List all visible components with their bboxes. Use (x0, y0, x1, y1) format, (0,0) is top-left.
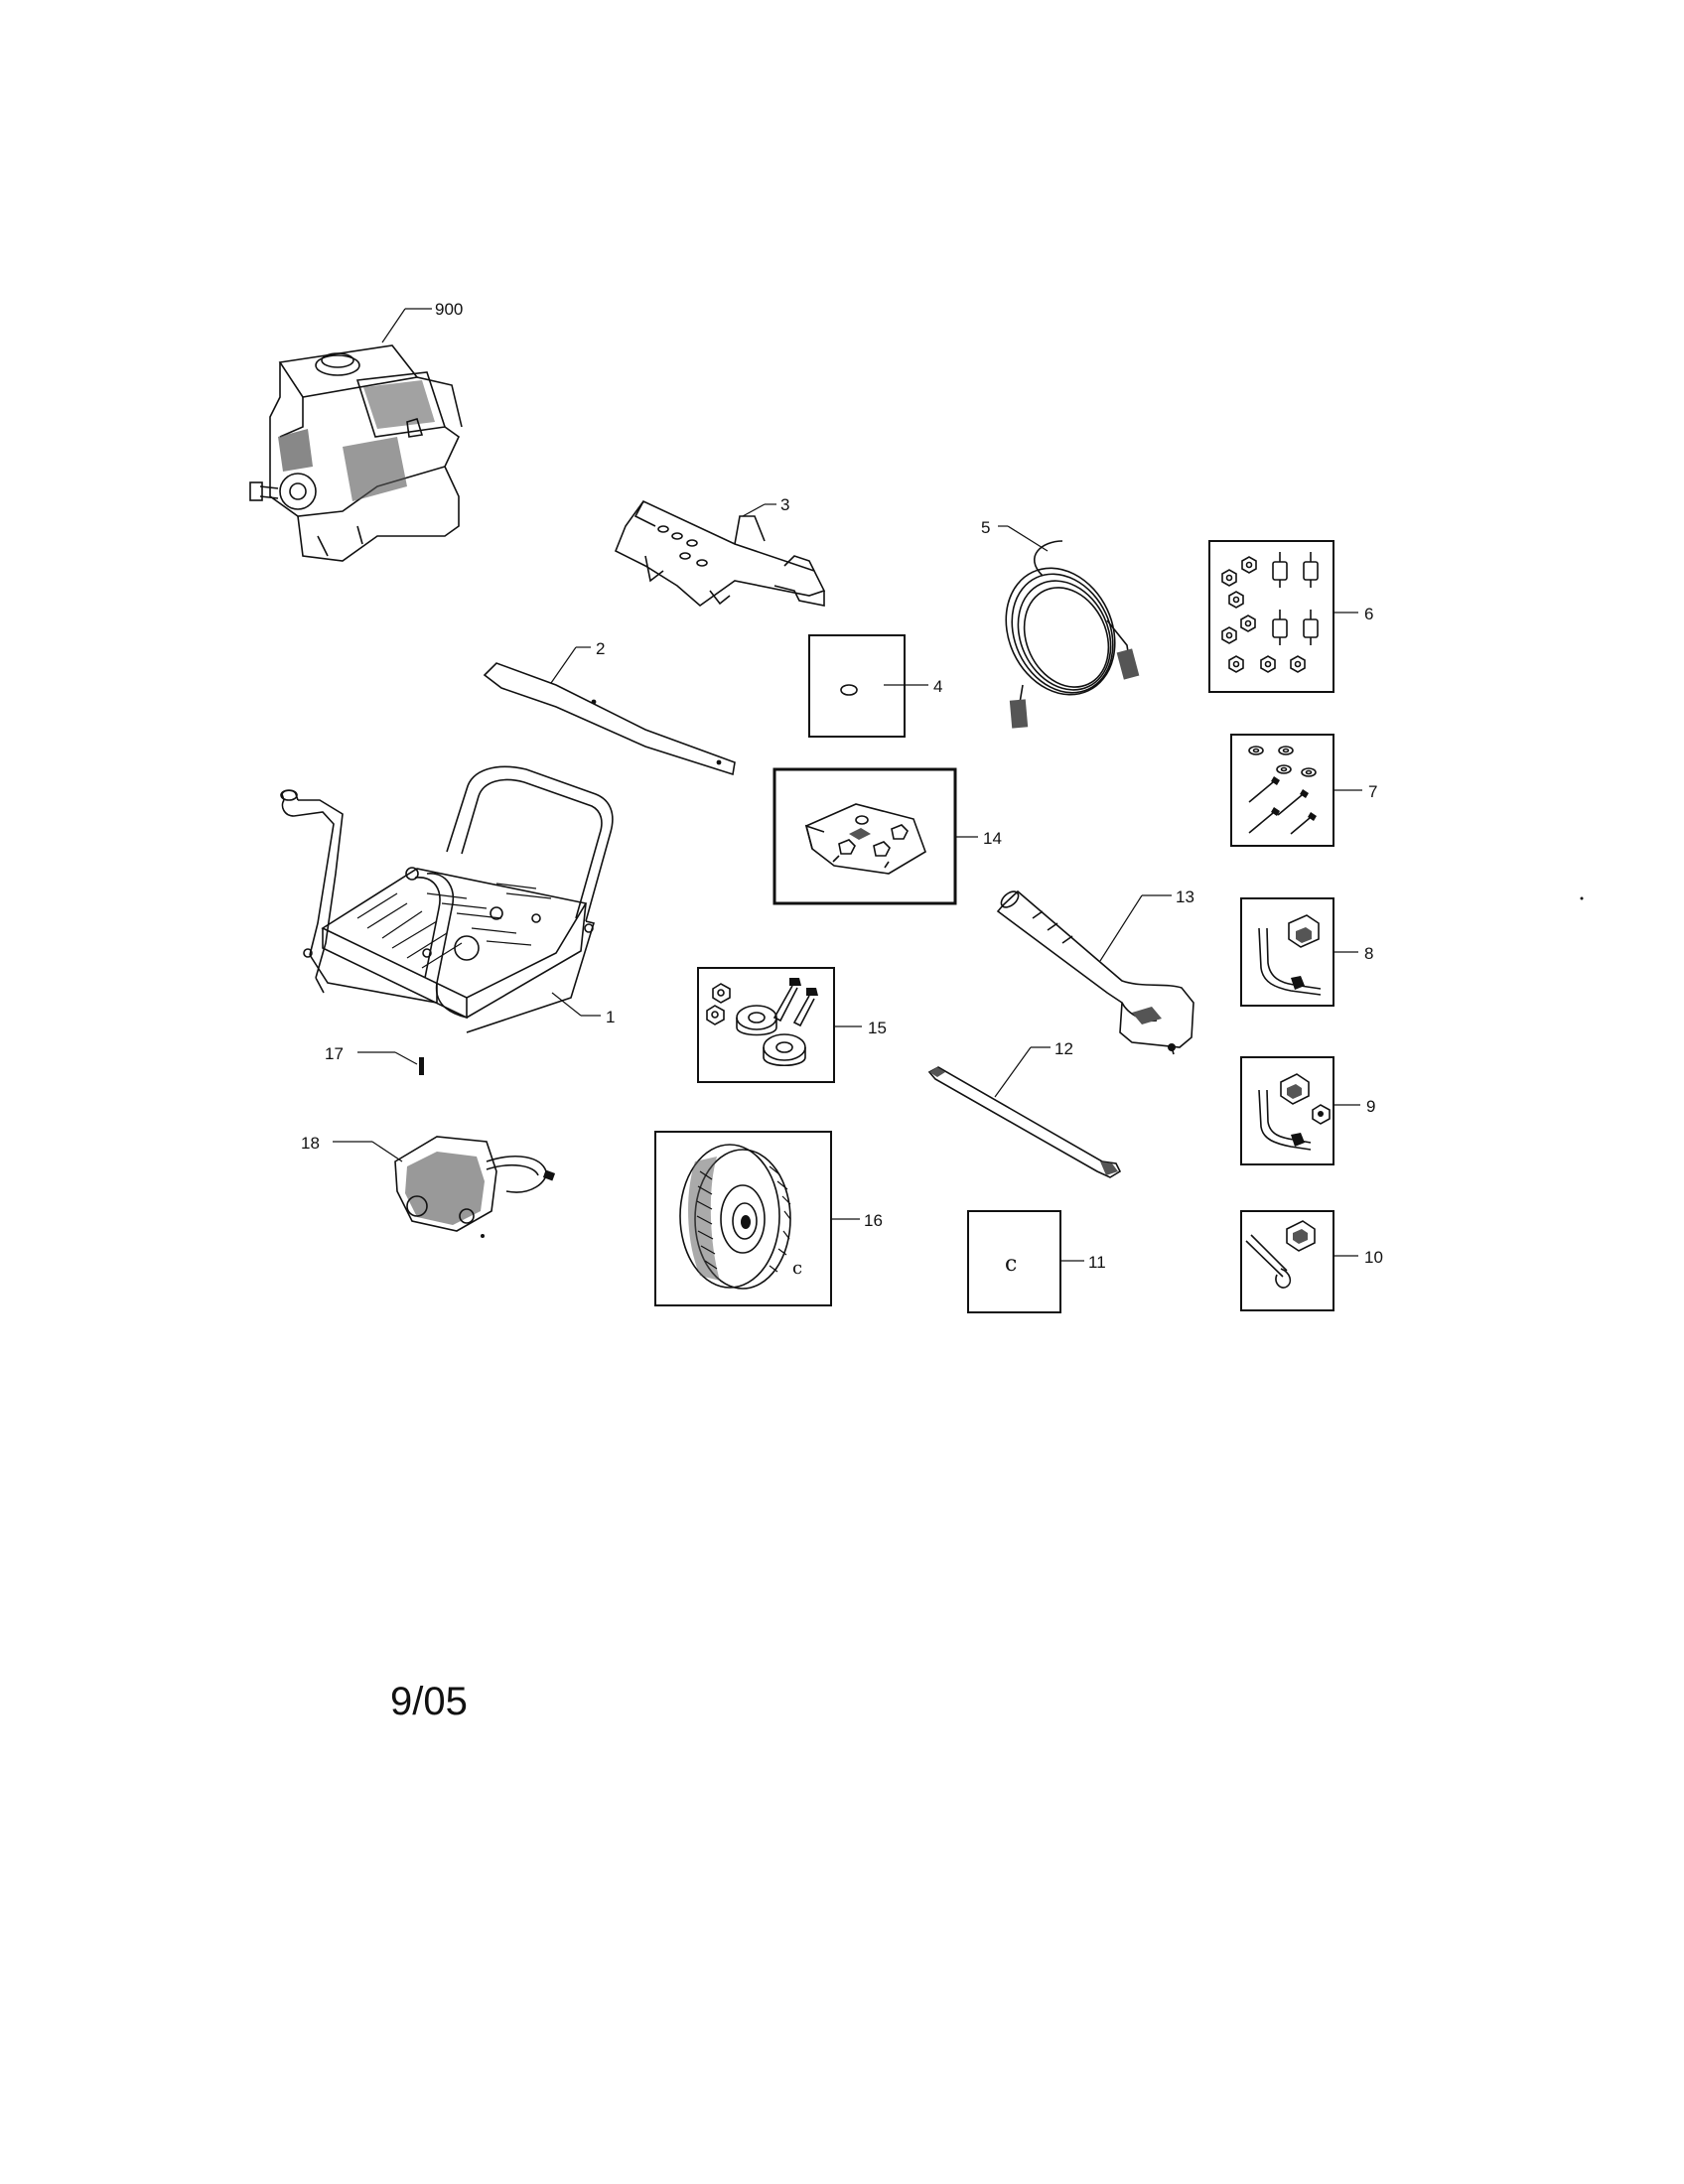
part-box-11 (967, 1210, 1061, 1313)
label-1: 1 (606, 1008, 615, 1026)
bracket-drawing (614, 499, 826, 608)
wand-drawing (927, 1066, 1122, 1178)
label-8-text: 8 (1364, 944, 1373, 963)
label-17: 17 (325, 1044, 344, 1063)
label-3: 3 (780, 495, 789, 514)
label-7: 7 (1368, 782, 1377, 801)
bar-drawing (483, 662, 736, 776)
clip-drawing: c (1005, 1252, 1017, 1277)
pump-drawing (394, 1136, 556, 1238)
nozzle-kit-drawing (804, 803, 926, 875)
part-box-6 (1208, 540, 1334, 693)
label-5: 5 (981, 518, 990, 537)
label-900: 900 (435, 300, 463, 319)
label-14: 14 (983, 829, 1002, 848)
bolt-kit-drawing (1248, 746, 1317, 835)
label-11-text: 11 (1088, 1253, 1106, 1272)
label-10-text: 10 (1364, 1248, 1383, 1267)
part-box-7 (1230, 734, 1334, 847)
nut-kit-drawing (1221, 552, 1319, 673)
label-9-number: 9 (1366, 1097, 1375, 1116)
part-box-9 (1240, 1056, 1334, 1165)
label-15: 15 (868, 1019, 887, 1037)
label-4: 4 (933, 677, 942, 696)
part-box-10 (1240, 1210, 1334, 1311)
label-12: 12 (1054, 1039, 1073, 1058)
handle-bolt-a-drawing (1258, 914, 1322, 996)
stray-mark (1580, 896, 1584, 900)
label-16: 16 (864, 1211, 883, 1230)
revision-date: 9/05 (390, 1680, 468, 1723)
label-13: 13 (1176, 887, 1194, 906)
part-box-4 (808, 634, 906, 738)
label-2: 2 (596, 639, 605, 658)
label-6: 6 (1364, 605, 1373, 623)
wheel-drawing: c (679, 1144, 802, 1290)
svg-text:c: c (792, 1258, 802, 1279)
pin-drawing (419, 1057, 424, 1075)
engine-drawing (249, 344, 463, 562)
handle-bolt-b-drawing (1258, 1073, 1331, 1151)
wheel-hardware-drawing (706, 978, 818, 1067)
carriage-bolt-drawing (1245, 1220, 1316, 1289)
plug-drawing (840, 684, 858, 696)
part-box-15 (697, 967, 835, 1083)
frame-drawing (280, 765, 614, 1033)
label-18: 18 (301, 1134, 320, 1153)
hose-drawing (1005, 540, 1140, 729)
spray-gun-drawing (996, 889, 1194, 1055)
